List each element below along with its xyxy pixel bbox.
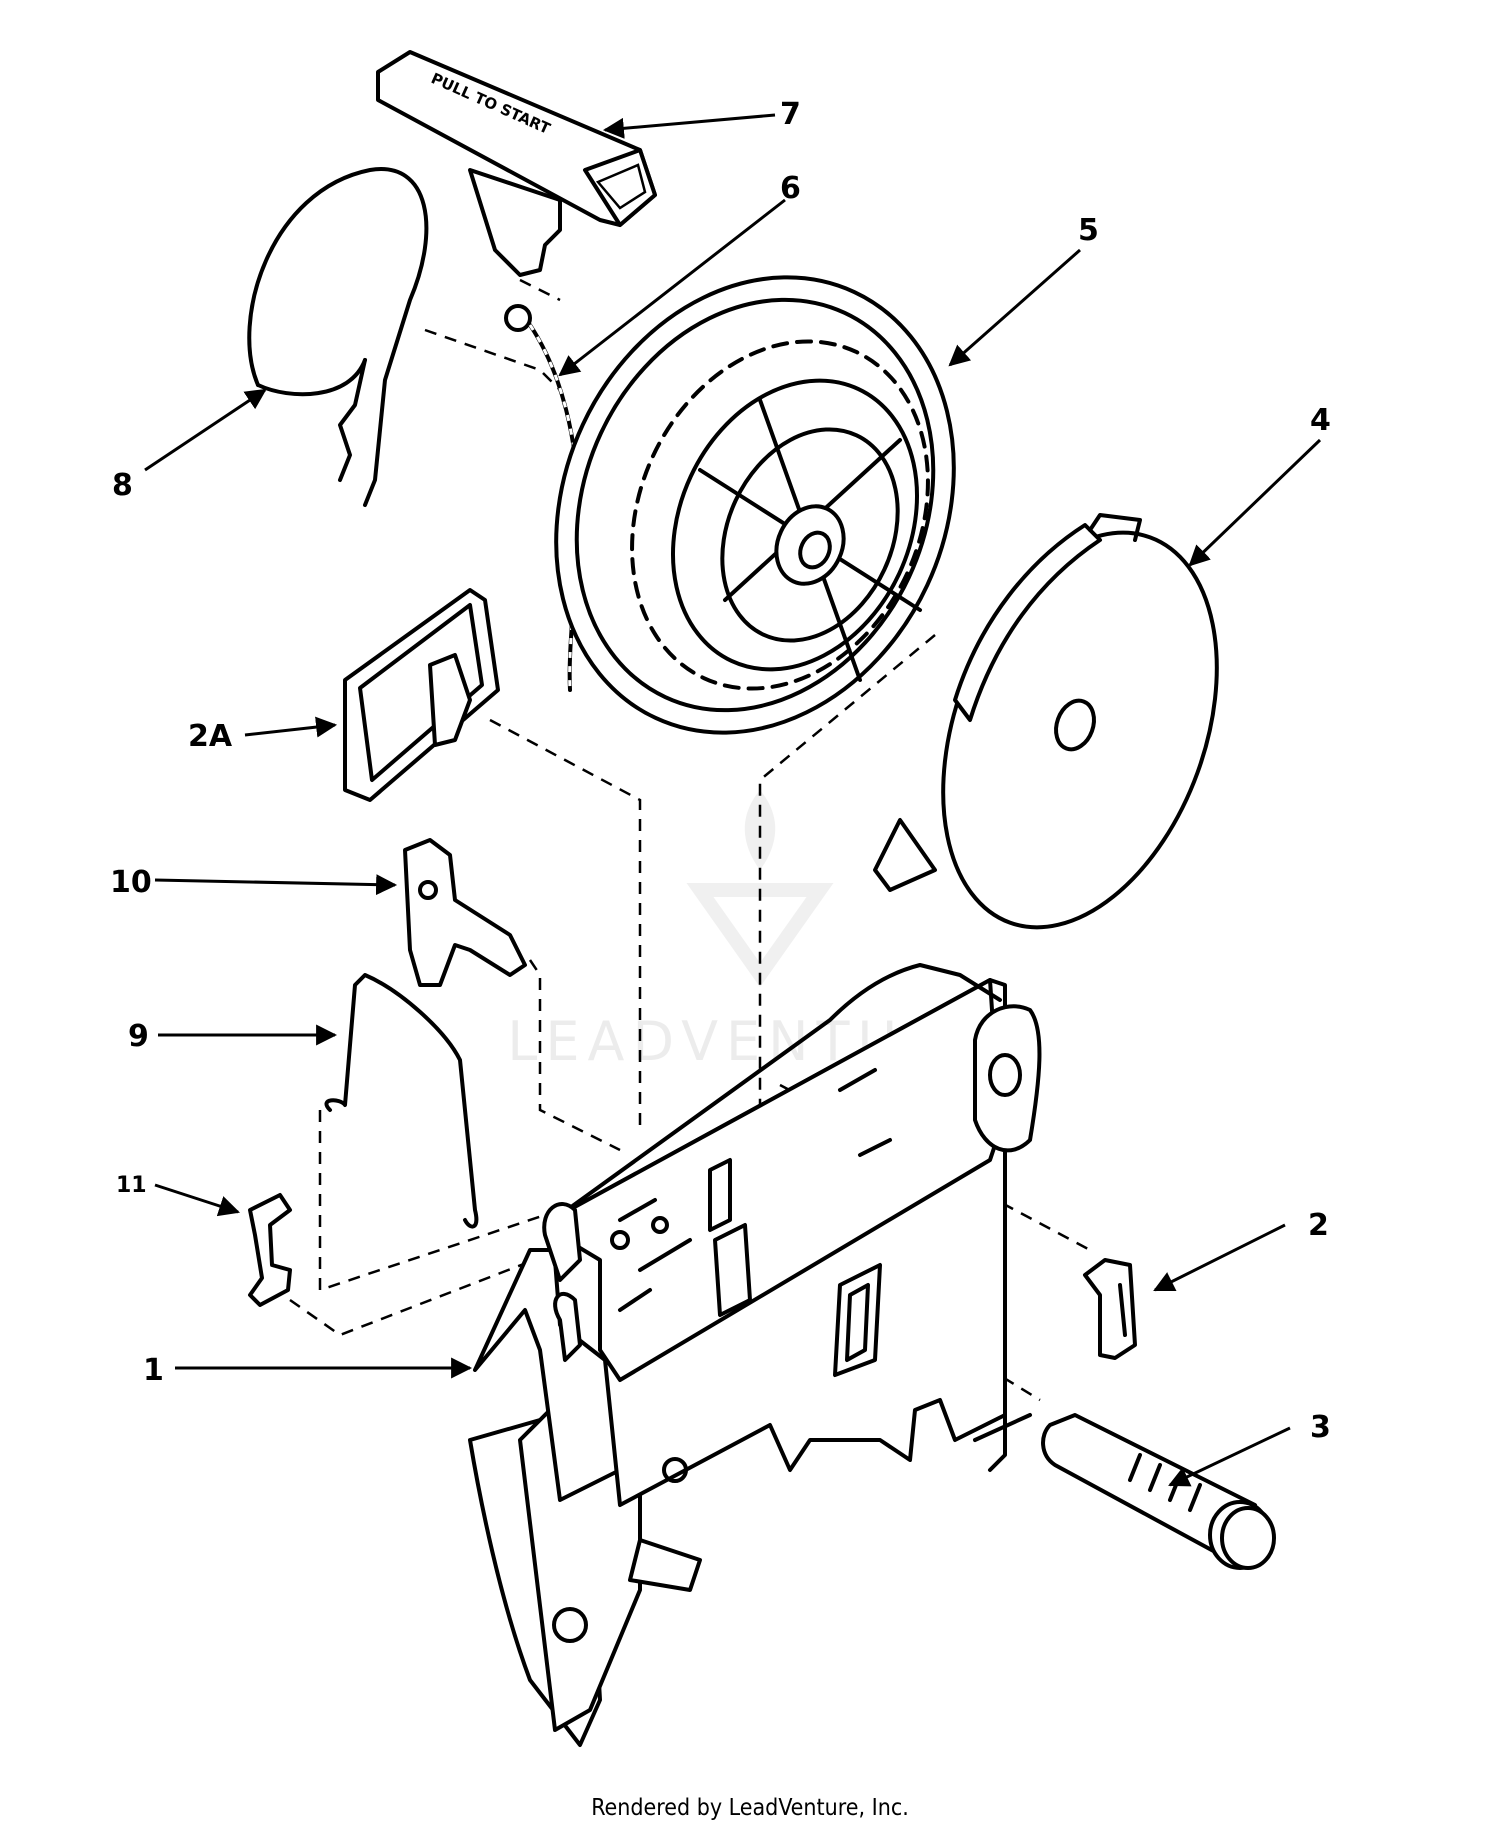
callout-5: 5 [1078,213,1099,248]
clip-part-2 [1083,1258,1137,1360]
callout-7: 7 [780,97,801,132]
callout-1: 1 [143,1353,164,1388]
callout-2A: 2A [188,719,233,754]
callout-4: 4 [1310,403,1331,438]
shoulder-bolt-part-3 [1041,1413,1276,1570]
spring-cover-part-4 [873,513,1219,930]
render-credit: Rendered by LeadVenture, Inc. [591,1795,909,1821]
brake-part-10 [403,838,527,987]
wire-link-part-8 [247,167,429,507]
callout-9: 9 [128,1019,149,1054]
callout-3: 3 [1310,1410,1331,1445]
spring-wire-part-9 [324,973,479,1229]
callout-11: 11 [116,1173,147,1198]
callout-10: 10 [110,865,152,900]
bracket-part-1 [468,963,1042,1747]
clip-plate-part-2A [343,588,500,802]
callout-6: 6 [780,171,801,206]
callout-leaders [144,113,1322,1487]
clip-part-11 [248,1193,292,1307]
starter-handle-part-7: PULL TO START [376,50,657,277]
callout-8: 8 [112,468,133,503]
callout-2: 2 [1308,1208,1329,1243]
pulley-part-5 [554,275,956,735]
callout-labels: 7 6 5 4 8 2A 10 9 11 2 1 3 [110,97,1331,1445]
